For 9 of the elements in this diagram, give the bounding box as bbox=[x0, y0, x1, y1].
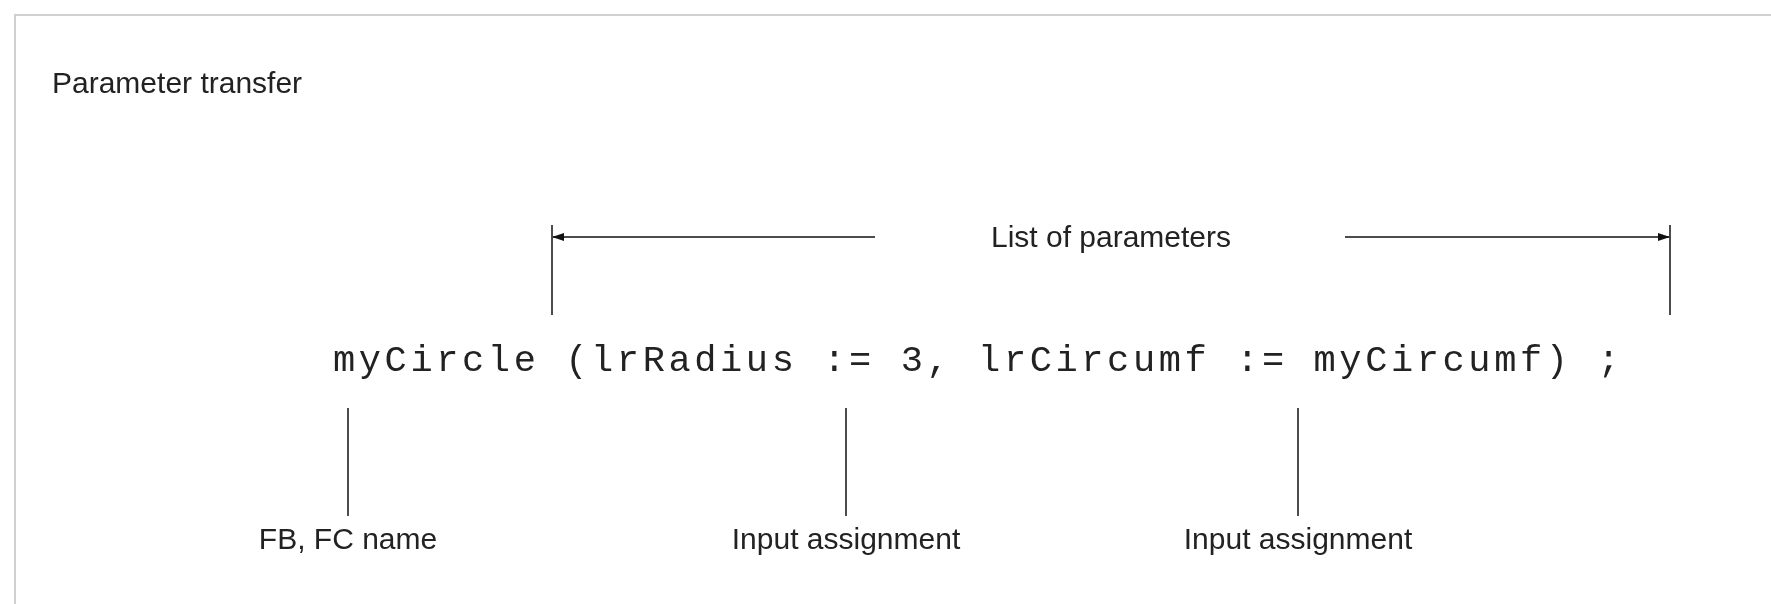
leader-line bbox=[1297, 407, 1299, 517]
leader-line bbox=[845, 407, 847, 517]
leader-line bbox=[347, 407, 349, 517]
callout-label: FB, FC name bbox=[258, 520, 438, 558]
dimension-label: List of parameters bbox=[990, 219, 1232, 255]
diagram-title: Parameter transfer bbox=[52, 65, 303, 101]
code-statement: myCircle (lrRadius := 3, lrCircumf := myCircumf) ; bbox=[333, 339, 1624, 384]
callout-label: Input assignment bbox=[1183, 520, 1413, 558]
callout-label: Input assignment bbox=[731, 520, 961, 558]
